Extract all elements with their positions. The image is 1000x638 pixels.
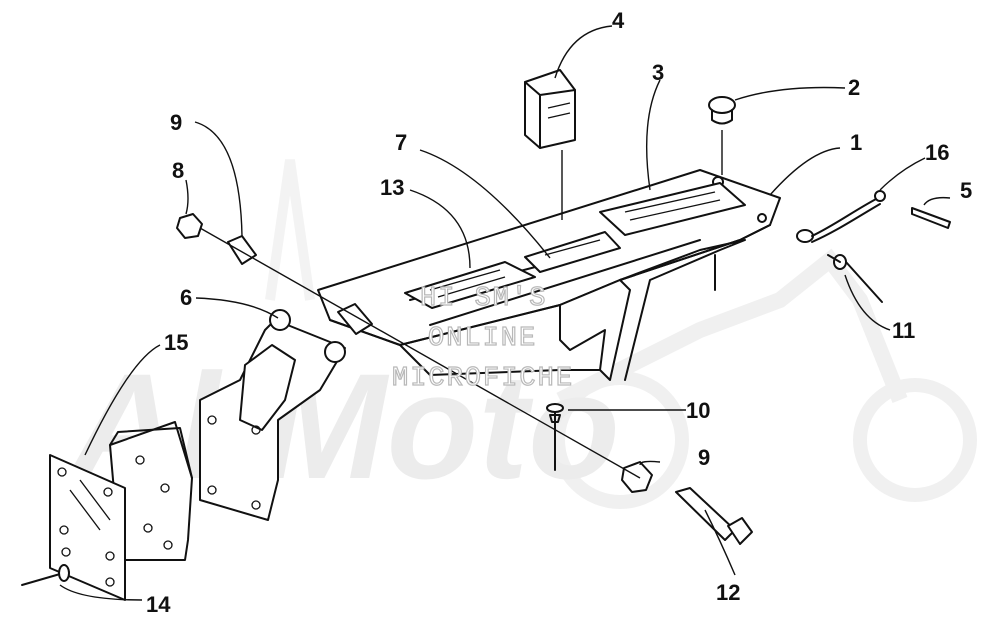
callout-3: 3: [652, 60, 664, 85]
part-12-bolt: [675, 487, 753, 545]
part-14-rivet: [21, 564, 70, 586]
callout-14: 14: [146, 592, 171, 617]
bolt-axis-line: [199, 227, 641, 479]
callout-9-lower: 9: [698, 445, 710, 470]
callout-6: 6: [180, 285, 192, 310]
decal-3: [599, 182, 746, 236]
part-6-bracket: [199, 309, 346, 521]
part-16-cable: [796, 190, 886, 243]
callout-16: 16: [925, 140, 949, 165]
watermark-motorcycle: [265, 159, 977, 509]
callout-9-upper: 9: [170, 110, 182, 135]
callout-11: 11: [892, 318, 915, 343]
callout-5: 5: [960, 178, 972, 203]
callout-15: 15: [164, 330, 188, 355]
watermark-line-1: HI SM'S: [420, 284, 547, 314]
callout-4: 4: [612, 8, 625, 33]
callout-1: 1: [850, 130, 862, 155]
decals: [404, 182, 746, 309]
watermark-line-2: ONLINE: [428, 324, 537, 354]
part-11-rivet: [827, 254, 883, 303]
watermark-text: HI SM'S ONLINE MICROFICHE: [391, 283, 574, 394]
decal-13: [404, 261, 536, 309]
callout-10: 10: [686, 398, 710, 423]
part-9-spacer: [227, 235, 257, 265]
part-8-nut: [176, 213, 203, 239]
callout-12: 12: [716, 580, 740, 605]
watermark-line-3: MICROFICHE: [392, 364, 574, 394]
decal-7: [524, 231, 621, 273]
leader-lines: [59, 25, 951, 601]
callout-7: 7: [395, 130, 407, 155]
part-4-hardware-bag: [524, 69, 576, 220]
callout-2: 2: [848, 75, 860, 100]
callout-8: 8: [172, 158, 184, 183]
part-10-rivet: [546, 403, 564, 471]
part-2-plug: [708, 96, 736, 175]
callout-labels: 1 2 3 4 5 6 7 8 9 9 10 11 12 13 14 15 16: [146, 8, 972, 617]
callout-13: 13: [380, 175, 404, 200]
part-5-clip: [911, 207, 951, 229]
